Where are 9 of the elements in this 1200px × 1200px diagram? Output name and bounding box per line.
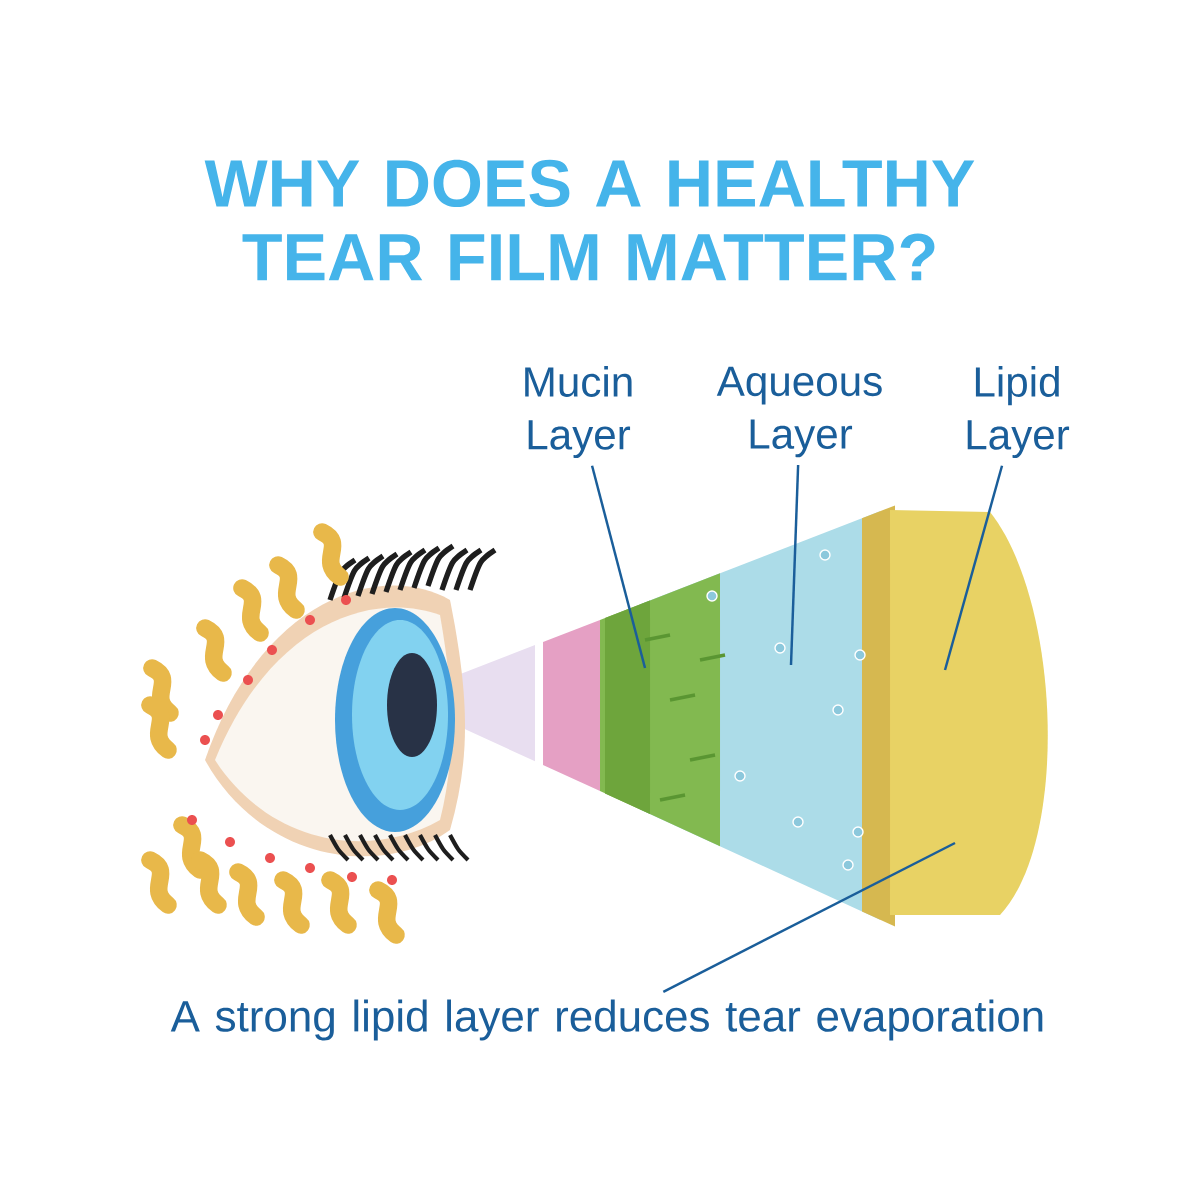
leader-line [662, 841, 956, 993]
title: WHY DOES A HEALTHY TEAR FILM MATTER? [204, 159, 975, 281]
layer-label: Lipid Layer [967, 366, 1070, 459]
leader-line [943, 465, 1004, 671]
layer-label: Aqueous Layer [716, 366, 882, 458]
layer-label: Mucin Layer [525, 366, 632, 459]
leader-line [789, 464, 800, 666]
leader-line [590, 465, 647, 669]
caption: A strong lipid layer reduces tear evaporation [170, 999, 1043, 1041]
